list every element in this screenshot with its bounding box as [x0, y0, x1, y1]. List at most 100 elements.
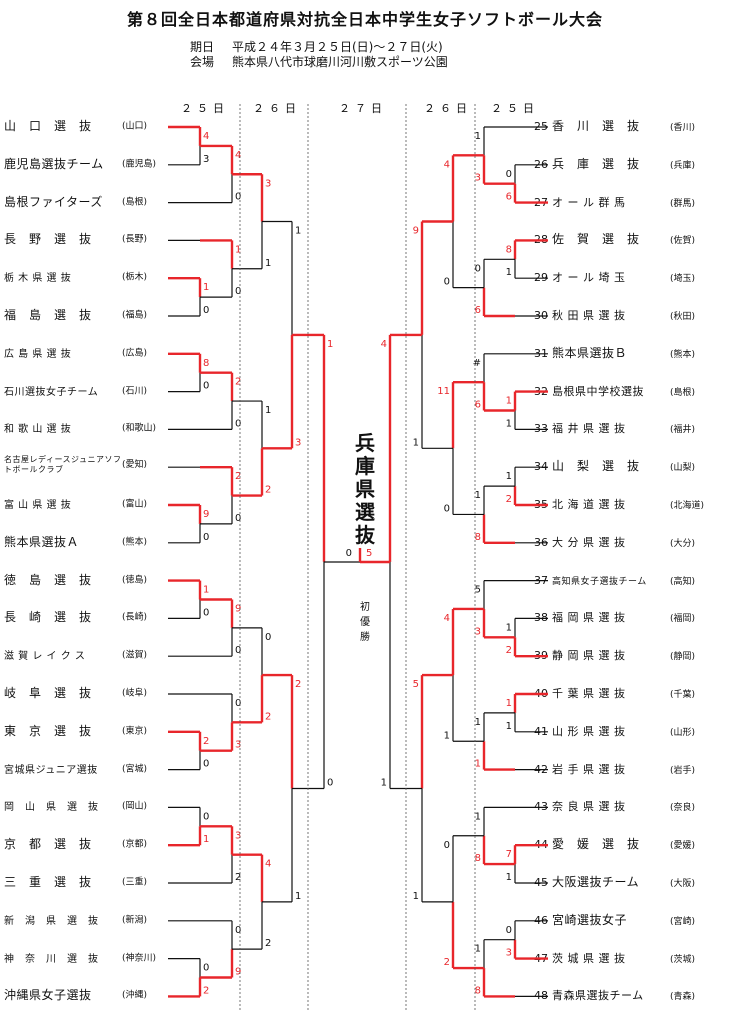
team-prefecture: (鹿児島) — [122, 159, 157, 170]
team-name: オ ー ル 埼 玉 — [552, 271, 626, 285]
champion-note: 初優勝 — [360, 602, 370, 643]
score-label: 1 — [475, 490, 481, 501]
team-prefecture: (山形) — [670, 727, 696, 738]
team-prefecture: (徳島) — [122, 575, 148, 586]
score-label: 3 — [265, 178, 271, 189]
team-prefecture: (熊本) — [122, 537, 148, 548]
team-name: 福 島 選 抜 — [4, 308, 92, 322]
score-label: 1 — [444, 730, 450, 741]
team-prefecture: (兵庫) — [670, 160, 696, 171]
team-prefecture: (千葉) — [670, 690, 696, 700]
team-row: 石川選抜女子チーム(石川) — [4, 384, 147, 400]
score-label: 0 — [346, 548, 352, 559]
score-label: 1 — [381, 778, 387, 789]
team-name: 神 奈 川 選 抜 — [4, 953, 99, 965]
score-label: 0 — [203, 811, 209, 822]
day-header-25-left: ２５日 — [181, 102, 229, 115]
score-label: 3 — [475, 626, 481, 637]
team-prefecture: (富山) — [122, 499, 148, 510]
team-name: 宮崎選抜女子 — [552, 912, 628, 927]
team-prefecture: (島根) — [670, 387, 696, 398]
score-label: 3 — [295, 437, 301, 448]
team-row: 27オ ー ル 群 馬(群馬) — [528, 195, 695, 211]
score-label: 7 — [506, 849, 512, 860]
score-label: 8 — [203, 358, 209, 369]
team-prefecture: (福島) — [122, 310, 148, 321]
venue-value: 熊本県八代市球磨川河川敷スポーツ公園 — [232, 55, 448, 69]
team-row: 三 重 選 抜(三重) — [4, 875, 147, 890]
score-label: 1 — [203, 282, 209, 293]
team-name: 栃 木 県 選 抜 — [4, 273, 72, 285]
score-label: 8 — [506, 244, 512, 255]
score-label: 0 — [203, 381, 209, 392]
dates-row: 期日平成２４年３月２５日(日)～２７日(火) — [190, 38, 443, 55]
team-row: 山 口 選 抜(山口) — [4, 119, 147, 134]
score-label: 0 — [235, 286, 241, 297]
team-prefecture: (山梨) — [670, 463, 696, 474]
team-name: 徳 島 選 抜 — [4, 572, 92, 587]
score-label: 1 — [203, 834, 209, 845]
team-name: 東 京 選 抜 — [4, 723, 92, 738]
score-label: 11 — [437, 386, 450, 397]
team-name: 長 野 選 抜 — [4, 232, 92, 247]
team-prefecture: (静岡) — [670, 652, 696, 663]
team-prefecture: (和歌山) — [122, 423, 157, 434]
team-prefecture: (奈良) — [670, 803, 696, 814]
team-name: 岐 阜 選 抜 — [4, 686, 92, 700]
team-name: 滋 賀 レ イ ク ス — [4, 651, 86, 663]
score-label: 4 — [203, 131, 209, 142]
team-row: 神 奈 川 選 抜(神奈川) — [4, 951, 156, 967]
team-name: 山 口 選 抜 — [4, 119, 92, 133]
team-name: 島根ファイターズ — [4, 194, 103, 209]
team-name: 兵 庫 選 抜 — [552, 156, 640, 171]
team-name: 鹿児島選抜チーム — [4, 156, 104, 171]
team-prefecture: (愛知) — [122, 460, 148, 471]
score-label: 1 — [235, 244, 241, 255]
score-label: 1 — [413, 437, 419, 448]
team-name: 愛 媛 選 抜 — [552, 837, 640, 852]
day-header-27: ２７日 — [339, 102, 387, 115]
team-row: 和 歌 山 選 抜(和歌山) — [4, 421, 156, 437]
team-name: 熊本県選抜Ａ — [4, 534, 80, 549]
score-label: 3 — [203, 154, 209, 165]
score-label: 6 — [475, 305, 481, 316]
team-prefecture: (滋賀) — [122, 650, 148, 661]
team-name: 熊本県選抜Ｂ — [552, 345, 628, 360]
score-label: 3 — [506, 948, 512, 959]
score-label: 1 — [506, 698, 512, 709]
score-label: 6 — [475, 400, 481, 411]
team-prefecture: (埼玉) — [670, 274, 696, 285]
score-label: 1 — [203, 585, 209, 596]
score-label: 4 — [235, 150, 241, 161]
score-label: 1 — [506, 622, 512, 633]
score-label: 0 — [203, 759, 209, 770]
score-label: 2 — [235, 872, 241, 883]
team-row: 鹿児島選抜チーム (鹿児島) — [4, 157, 156, 172]
team-name: 福 岡 県 選 抜 — [552, 611, 626, 625]
score-label: 0 — [235, 645, 241, 656]
team-name: 大 分 県 選 抜 — [552, 535, 626, 549]
score-label: 9 — [235, 967, 241, 978]
score-label: 0 — [203, 532, 209, 543]
score-label: 1 — [506, 396, 512, 407]
team-row: 名古屋レディースジュニアソフトボールクラブ(愛知) — [4, 455, 147, 475]
team-prefecture: (沖縄) — [122, 990, 148, 1001]
score-label: 0 — [475, 263, 481, 274]
team-prefecture: (佐賀) — [670, 236, 696, 247]
team-name: 奈 良 県 選 抜 — [552, 800, 626, 814]
score-label: 0 — [203, 607, 209, 618]
score-label: 0 — [235, 513, 241, 524]
score-label: 0 — [203, 963, 209, 974]
team-prefecture: (大阪) — [670, 879, 696, 889]
team-row: 長 野 選 抜(長野) — [4, 232, 147, 247]
team-row: 32島根県中学校選抜(島根) — [528, 384, 695, 400]
team-name: 島根県中学校選抜 — [552, 384, 644, 398]
score-label: 0 — [235, 698, 241, 709]
team-name: 沖縄県女子選抜 — [4, 988, 92, 1003]
team-name: 名古屋レディースジュニアソフトボールクラブ — [4, 455, 122, 475]
team-name: 宮城県ジュニア選抜 — [4, 764, 98, 776]
score-label: 3 — [475, 173, 481, 184]
score-label: 2 — [203, 736, 209, 747]
team-prefecture: (大分) — [670, 538, 696, 549]
